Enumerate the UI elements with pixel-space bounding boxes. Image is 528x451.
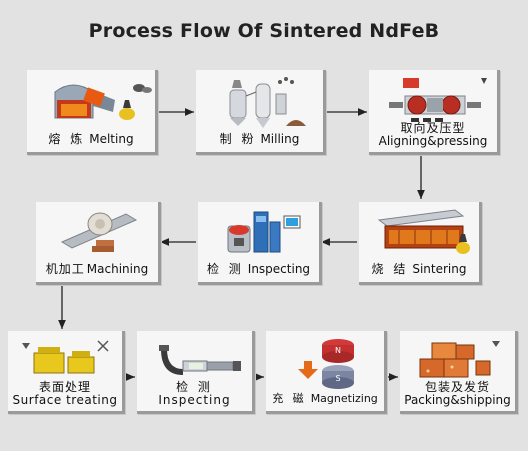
step-label-en: Inspecting (158, 393, 231, 407)
south-pole-label: S (335, 374, 340, 383)
step-label-zh: 检 测 (176, 380, 213, 394)
step-label-aligning-pressing: 取向及压型 Aligning&pressing (369, 122, 497, 148)
step-label-zh: 包装及发货 (424, 380, 490, 394)
diagram-title: Process Flow Of Sintered NdFeB (88, 20, 440, 42)
melting-furnace-icon (54, 84, 152, 120)
magnetizer-icon: N S (298, 339, 354, 389)
step-label-packing-shipping: 包装及发货 Packing&shipping (400, 381, 515, 407)
inspection-equipment-icon (227, 211, 301, 253)
press-icon (389, 78, 487, 122)
step-surface-treating: 表面处理 Surface treating (8, 331, 125, 414)
machining-lathe-icon (60, 212, 138, 252)
step-packing-shipping: 包装及发货 Packing&shipping (400, 331, 518, 414)
packing-boxes-icon (419, 341, 500, 378)
step-label-zh: 表面处理 (38, 380, 91, 394)
step-label-en: Packing&shipping (404, 393, 511, 407)
milling-machine-icon (229, 77, 306, 128)
north-pole-label: N (335, 346, 341, 355)
surface-treatment-icon (22, 340, 109, 374)
step-label-zh: 取向及压型 (400, 121, 466, 135)
step-aligning-pressing: 取向及压型 Aligning&pressing (369, 70, 500, 155)
step-label-en: Aligning&pressing (378, 134, 488, 148)
step-inspecting-2: 检 测 Inspecting (137, 331, 255, 414)
step-label-surface-treating: 表面处理 Surface treating (8, 381, 122, 407)
sintering-furnace-icon (377, 209, 470, 254)
step-label-en: Surface treating (12, 393, 118, 407)
step-label-inspecting-2: 检 测 Inspecting (137, 381, 252, 407)
micrometer-icon (159, 345, 241, 375)
